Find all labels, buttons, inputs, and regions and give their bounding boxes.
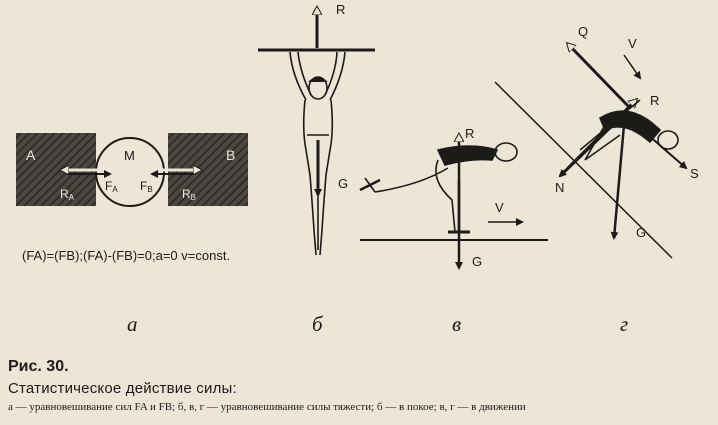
panel-letter-b: б	[312, 312, 323, 336]
fa-label: FA	[105, 179, 118, 194]
rb-label: RB	[182, 187, 196, 202]
panel-v-diagram: R G V	[359, 126, 548, 270]
panel-letter-v: в	[452, 312, 462, 336]
label-g-skater: G	[472, 254, 482, 269]
panel-a-diagram: A B M RA FA FB RB (FA)=(FB);(FA)-(FB)=0;…	[16, 133, 248, 263]
figure-caption-main: Статистическое действие силы:	[8, 380, 237, 397]
fb-label: FB	[140, 179, 153, 194]
body-m-circle	[95, 137, 165, 207]
label-s: S	[690, 166, 699, 181]
force-n-arrow	[558, 122, 616, 178]
label-g-slope: G	[636, 225, 646, 240]
panel-b-diagram: R G	[258, 2, 375, 256]
force-g-arrow-slope	[610, 124, 626, 240]
block-a-label: A	[26, 147, 36, 163]
panel-g-diagram: Q V R N S G	[494, 24, 699, 259]
label-g: G	[338, 176, 348, 191]
label-v-slope: V	[628, 36, 637, 51]
body-m-label: M	[124, 148, 135, 163]
force-q-arrow	[568, 44, 632, 110]
label-q: Q	[578, 24, 588, 39]
ra-label: RA	[60, 187, 75, 202]
label-r: R	[336, 2, 345, 17]
label-r-skater: R	[465, 126, 474, 141]
equilibrium-equation: (FA)=(FB);(FA)-(FB)=0;a=0 v=const.	[22, 248, 230, 263]
label-r-slope: R	[650, 93, 659, 108]
label-v-skater: V	[495, 200, 504, 215]
figure-caption-subtext: а — уравновешивание сил FA и FB; б, в, г…	[8, 401, 526, 413]
slope-line	[494, 81, 673, 259]
block-b-label: B	[226, 147, 235, 163]
panel-letter-a: а	[127, 312, 138, 336]
figure-caption-title: Рис. 30.	[8, 358, 69, 375]
panel-letter-g: г	[620, 312, 629, 336]
velocity-arrow-slope	[623, 54, 642, 80]
label-n: N	[555, 180, 564, 195]
